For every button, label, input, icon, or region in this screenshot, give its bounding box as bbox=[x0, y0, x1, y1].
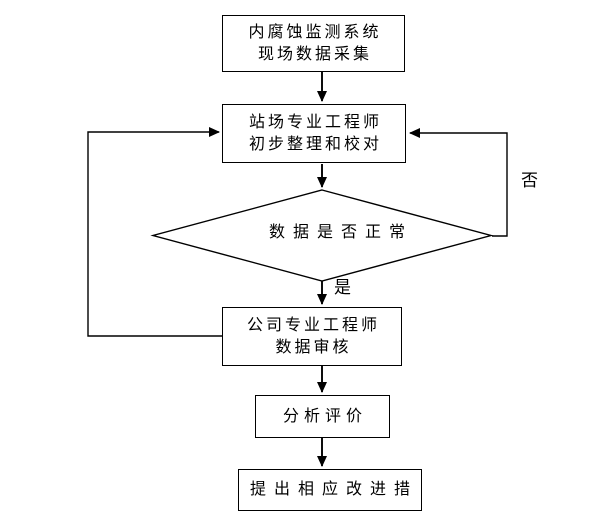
node-text-line: 提出相应改进措 bbox=[249, 481, 418, 498]
arrow-decision-no-loop bbox=[409, 128, 508, 237]
node-text-line: 现场数据采集 bbox=[257, 45, 372, 63]
branch-label-yes: 是 bbox=[334, 278, 351, 297]
node-text-line: 站场专业工程师 bbox=[248, 113, 382, 131]
node-improvement-measures: 提出相应改进措 bbox=[238, 469, 422, 511]
node-text-line: 内腐蚀监测系统 bbox=[248, 23, 382, 41]
arrow-company-back-loop bbox=[87, 127, 222, 337]
branch-label-no: 否 bbox=[521, 171, 538, 190]
node-company-engineer-audit: 公司专业工程师 数据审核 bbox=[222, 307, 402, 366]
node-text-line: 公司专业工程师 bbox=[246, 316, 380, 334]
node-decision-data-normal: 数据是否正常 bbox=[162, 191, 512, 269]
node-analysis-evaluation: 分析评价 bbox=[255, 395, 390, 438]
decision-label: 数据是否正常 bbox=[268, 224, 413, 241]
node-field-data-collection: 内腐蚀监测系统 现场数据采集 bbox=[222, 15, 405, 72]
node-text-line: 初步整理和校对 bbox=[248, 135, 382, 153]
node-text-line: 分析评价 bbox=[282, 407, 367, 425]
node-text-line: 数据审核 bbox=[275, 338, 352, 356]
node-station-engineer-review: 站场专业工程师 初步整理和校对 bbox=[222, 104, 406, 163]
